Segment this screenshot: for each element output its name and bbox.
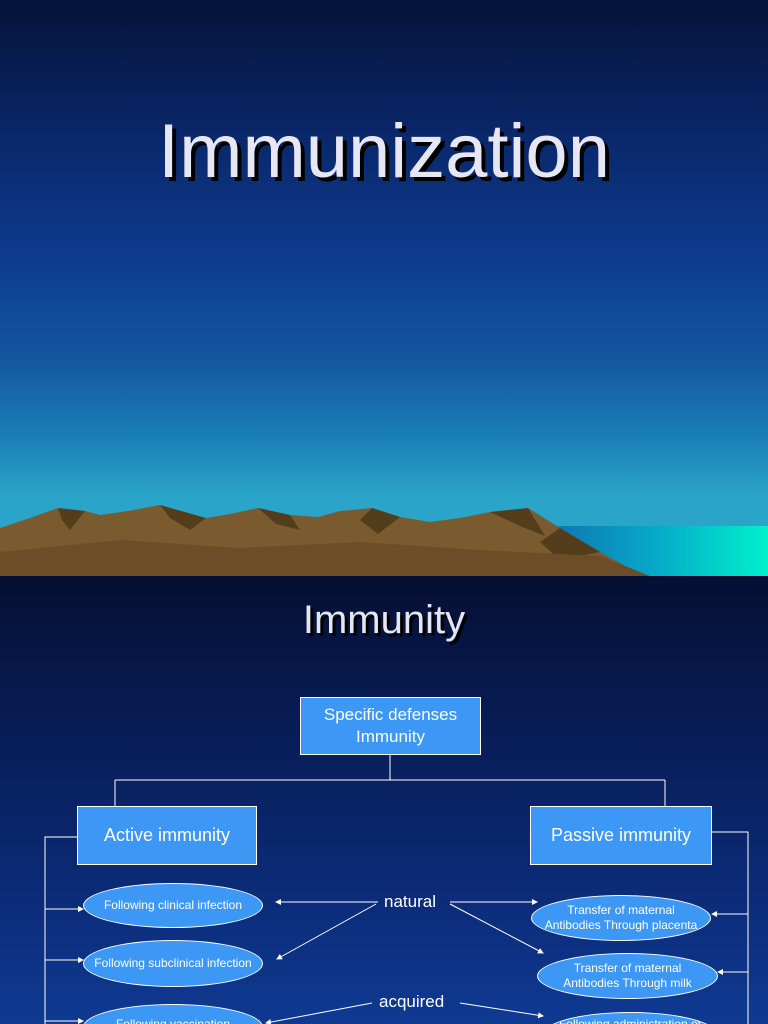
natural-arrow xyxy=(276,903,377,960)
clinical-infection-oval: Following clinical infection xyxy=(83,883,263,928)
box-line: Specific defenses xyxy=(323,705,458,724)
natural-arrow xyxy=(449,903,544,954)
box-line: Immunity xyxy=(356,727,425,746)
mountain-landscape xyxy=(0,505,768,576)
acquired-arrow xyxy=(265,1002,373,1024)
tree-connector xyxy=(114,755,666,806)
oval-line: Transfer of maternal xyxy=(567,903,675,917)
slide-title: Immunization xyxy=(158,109,610,194)
slide-title: Immunity xyxy=(302,598,466,642)
acquired-arrow xyxy=(459,1002,544,1019)
connector-lines xyxy=(44,755,749,1024)
acquired-label: acquired xyxy=(379,992,445,1011)
oval-line: Transfer of maternal xyxy=(573,961,682,975)
diagram-slide: Immunity xyxy=(0,576,768,1024)
oval-line: Antibodies Through milk xyxy=(563,976,692,990)
passive-bracket xyxy=(712,831,749,1024)
active-immunity-box: Active immunity xyxy=(77,806,257,865)
title-slide: Immunization xyxy=(0,0,768,576)
mountain-foreground xyxy=(0,540,650,576)
mountain-shadow xyxy=(58,505,600,560)
specific-defenses-box: Specific defenses Immunity xyxy=(300,697,481,755)
passive-immunity-box: Passive immunity xyxy=(530,806,712,865)
natural-label: natural xyxy=(384,892,436,911)
oval-line: Antibodies Through placenta xyxy=(544,918,698,932)
subclinical-infection-oval: Following subclinical infection xyxy=(83,940,263,987)
placenta-transfer-oval: Transfer of maternal Antibodies Through … xyxy=(531,895,711,941)
milk-transfer-oval: Transfer of maternal Antibodies Through … xyxy=(537,953,718,999)
active-bracket xyxy=(44,836,77,1024)
